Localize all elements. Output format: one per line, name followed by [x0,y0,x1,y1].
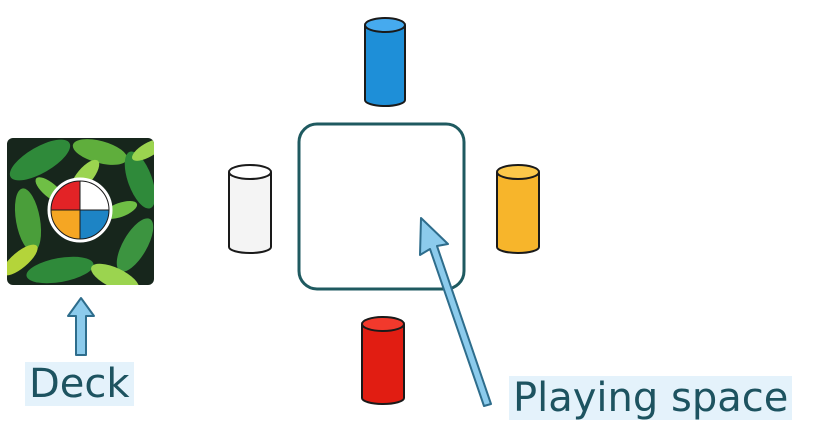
pawn-red [361,316,405,405]
pawn-white [228,164,272,254]
deck-arrow [67,297,95,356]
deck-card [7,138,154,285]
quadrant-disc [47,177,113,243]
playing-space-arrow [419,217,492,407]
playing-space-label: Playing space [509,376,793,420]
deck-label: Deck [25,362,134,406]
pawn-yellow [496,164,540,254]
pawn-blue [364,17,406,107]
tropical-leaves-pattern [7,139,154,285]
